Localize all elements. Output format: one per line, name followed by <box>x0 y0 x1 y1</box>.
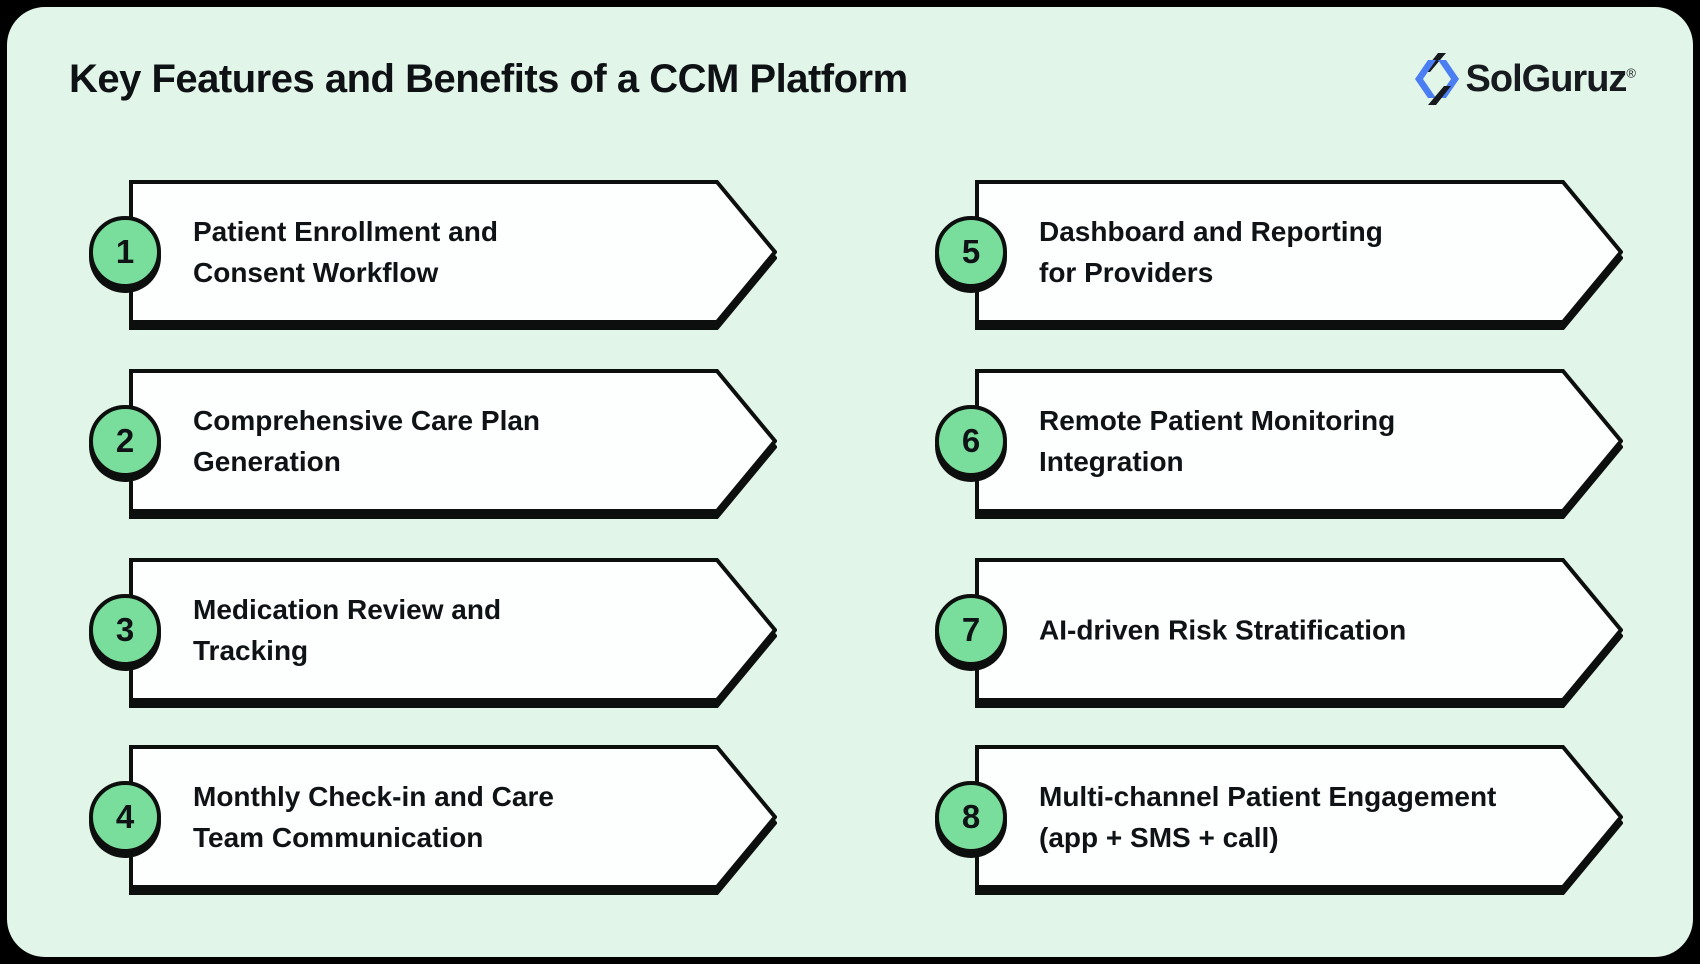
feature-label-line: Generation <box>193 446 341 477</box>
feature-label-4: Monthly Check-in and Care Team Communica… <box>193 776 554 858</box>
number-badge-2: 2 <box>89 405 161 477</box>
feature-label-3: Medication Review and Tracking <box>193 589 501 671</box>
arrow-shape <box>975 369 1623 513</box>
feature-banner-1: 1 Patient Enrollment and Consent Workflo… <box>89 179 777 325</box>
feature-label-5: Dashboard and Reporting for Providers <box>1039 211 1383 293</box>
feature-label-line: Comprehensive Care Plan <box>193 405 541 436</box>
page-title: Key Features and Benefits of a CCM Platf… <box>69 57 908 101</box>
feature-label-line: (app + SMS + call) <box>1039 822 1279 853</box>
feature-banner-3: 3 Medication Review and Tracking <box>89 557 777 703</box>
feature-banner-6: 6 Remote Patient Monitoring Integration <box>935 368 1623 514</box>
number-badge-8: 8 <box>935 781 1007 853</box>
number-badge-6: 6 <box>935 405 1007 477</box>
number-badge-7: 7 <box>935 594 1007 666</box>
feature-label-8: Multi-channel Patient Engagement (app + … <box>1039 776 1496 858</box>
number-badge-3: 3 <box>89 594 161 666</box>
feature-banner-4: 4 Monthly Check-in and Care Team Communi… <box>89 744 777 890</box>
solguruz-logo-icon <box>1414 53 1459 105</box>
feature-label-7: AI-driven Risk Stratification <box>1039 610 1406 651</box>
feature-label-1: Patient Enrollment and Consent Workflow <box>193 211 498 293</box>
feature-label-line: Consent Workflow <box>193 257 439 288</box>
feature-label-line: Medication Review and <box>193 594 502 625</box>
feature-label-line: AI-driven Risk Stratification <box>1039 614 1407 646</box>
arrow-shape <box>975 745 1623 889</box>
solguruz-logo: SolGuruz® <box>1414 51 1636 107</box>
feature-banner-8: 8 Multi-channel Patient Engagement (app … <box>935 744 1623 890</box>
feature-label-2: Comprehensive Care Plan Generation <box>193 400 540 482</box>
feature-label-line: Multi-channel Patient Engagement <box>1039 781 1497 812</box>
feature-label-line: Remote Patient Monitoring <box>1039 405 1396 436</box>
arrow-shape <box>129 745 777 889</box>
solguruz-wordmark: SolGuruz® <box>1465 57 1636 101</box>
infographic-panel: Key Features and Benefits of a CCM Platf… <box>7 7 1693 957</box>
feature-label-line: for Providers <box>1039 257 1214 288</box>
feature-label-line: Dashboard and Reporting <box>1039 216 1383 247</box>
feature-banner-7: 7 AI-driven Risk Stratification <box>935 557 1623 703</box>
feature-label-line: Team Communication <box>193 822 484 853</box>
arrow-shape <box>129 180 777 324</box>
number-badge-1: 1 <box>89 216 161 288</box>
number-badge-5: 5 <box>935 216 1007 288</box>
brand-name: SolGuruz <box>1465 57 1628 100</box>
feature-label-6: Remote Patient Monitoring Integration <box>1039 400 1395 482</box>
feature-banner-2: 2 Comprehensive Care Plan Generation <box>89 368 777 514</box>
arrow-shape <box>975 558 1623 702</box>
feature-banner-5: 5 Dashboard and Reporting for Providers <box>935 179 1623 325</box>
feature-label-line: Monthly Check-in and Care <box>193 781 554 812</box>
feature-label-line: Patient Enrollment and <box>193 216 498 247</box>
registered-trademark-symbol: ® <box>1626 64 1636 80</box>
number-badge-4: 4 <box>89 781 161 853</box>
feature-label-line: Integration <box>1039 446 1184 477</box>
arrow-shape <box>129 558 777 702</box>
arrow-shape <box>129 369 777 513</box>
feature-label-line: Tracking <box>193 635 309 666</box>
arrow-shape <box>975 180 1623 324</box>
